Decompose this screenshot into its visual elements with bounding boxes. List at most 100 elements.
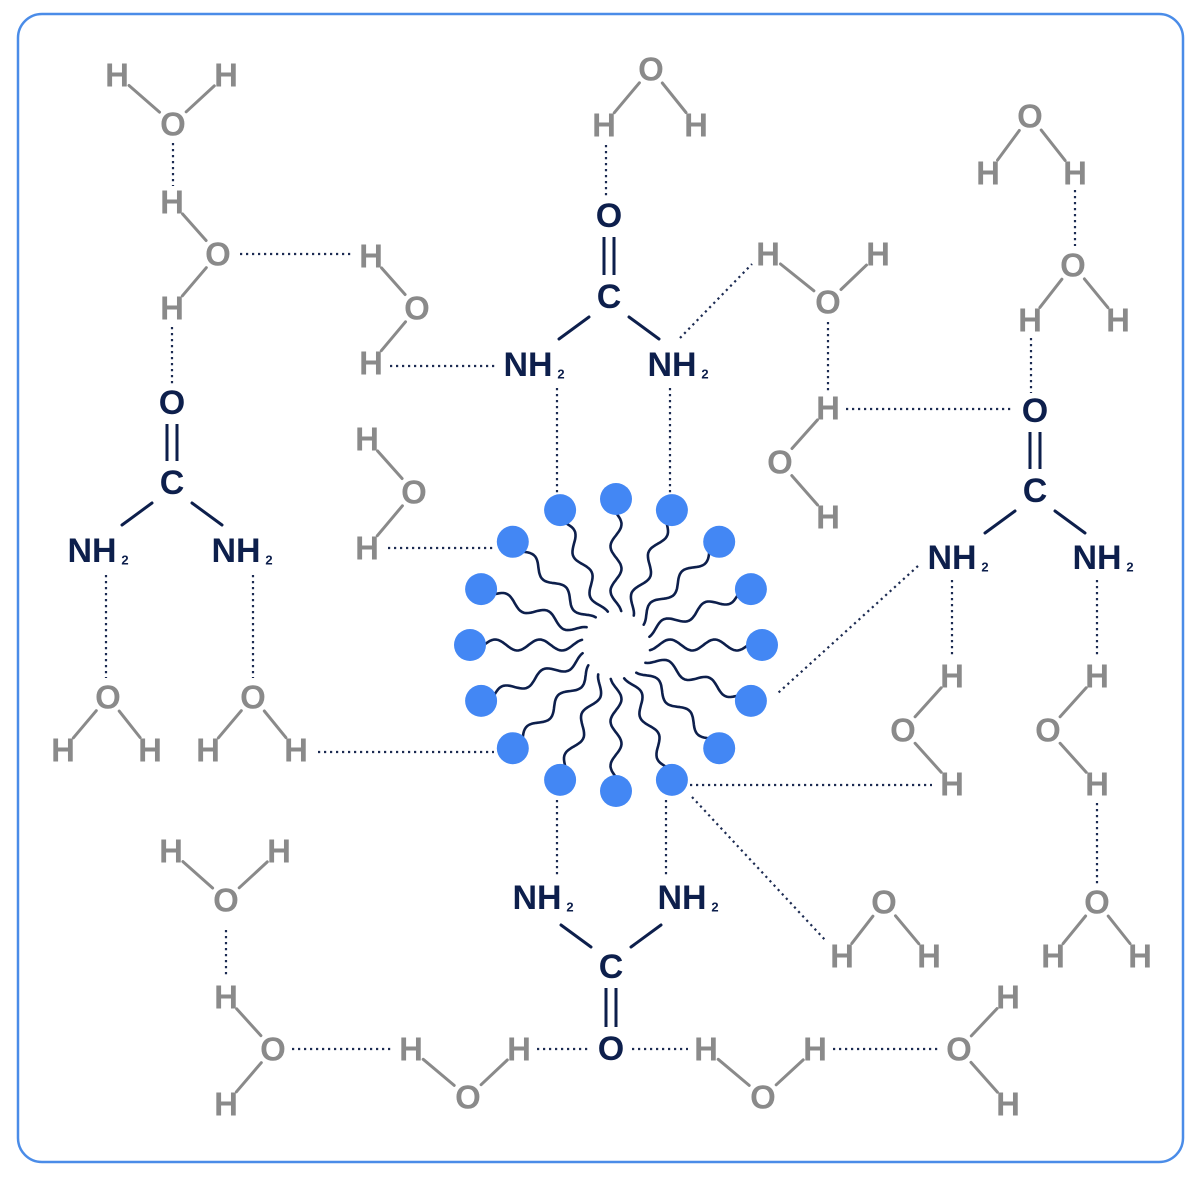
c-n-bond: [629, 923, 663, 949]
o-h-bond: [234, 1061, 263, 1094]
o-h-bond: [790, 474, 819, 507]
oxygen-atom: O: [159, 384, 185, 422]
o-h-bond: [1082, 277, 1110, 310]
oxygen-atom: O: [750, 1079, 776, 1116]
water-molecule: HOH: [359, 238, 430, 382]
hydrogen-atom: H: [214, 1086, 238, 1123]
water-molecule: HOH: [694, 1031, 827, 1116]
o-h-bond: [237, 860, 269, 890]
o-h-bond: [181, 212, 208, 242]
amine-label: NH: [1072, 539, 1121, 577]
surfactant-head: [655, 763, 688, 796]
surfactant-head: [496, 525, 529, 558]
oxygen-atom: O: [205, 236, 231, 273]
oxygen-atom: O: [404, 290, 430, 327]
o-h-bond: [996, 129, 1021, 162]
o-h-bond: [379, 320, 407, 353]
water-molecule: HOH: [159, 833, 291, 919]
surfactant-tail: [492, 651, 584, 697]
surfactant-tail: [635, 671, 711, 740]
o-h-bond: [117, 709, 142, 739]
oxygen-atom: O: [1035, 712, 1061, 749]
hydrogen-atom: H: [996, 1086, 1020, 1123]
o-h-bond: [376, 449, 404, 480]
water-molecule: HOH: [1041, 884, 1152, 975]
o-h-bond: [774, 1058, 805, 1087]
water-molecule: HOH: [767, 390, 840, 536]
o-h-bond: [71, 709, 98, 740]
amine-subscript: 2: [1126, 560, 1133, 575]
oxygen-atom: O: [213, 882, 239, 919]
water-molecule: HOH: [399, 1031, 531, 1116]
oxygen-atom: O: [1084, 884, 1110, 921]
hydrogen-bond: [679, 263, 753, 339]
water-molecule: HOH: [214, 979, 286, 1123]
hydrogen-atom: H: [359, 238, 383, 275]
c-n-bond: [557, 315, 591, 341]
water-molecule: HOH: [756, 236, 890, 321]
oxygen-atom: O: [946, 1031, 972, 1068]
oxygen-atom: O: [598, 1030, 624, 1068]
water-molecule: HOH: [1035, 658, 1109, 803]
o-h-bond: [181, 860, 215, 890]
surfactant-head: [703, 525, 736, 558]
surfactant-tail: [609, 677, 623, 779]
hydrogen-atom: H: [267, 833, 291, 870]
hydrogen-atom: H: [866, 236, 890, 273]
o-h-bond: [1058, 741, 1088, 774]
oxygen-atom: O: [1060, 247, 1086, 284]
surfactant-head: [465, 573, 498, 606]
surfactant-tail: [482, 638, 584, 652]
hydrogen-atom: H: [159, 833, 183, 870]
oxygen-atom: O: [871, 884, 897, 921]
surfactant-tail: [644, 658, 740, 699]
hydrogen-atom: H: [917, 938, 941, 975]
hydrogen-atom: H: [214, 979, 238, 1016]
oxygen-atom: O: [1017, 98, 1043, 135]
amine-label: NH: [512, 879, 561, 917]
surfactant-head: [544, 494, 577, 527]
o-h-bond: [127, 84, 161, 114]
o-h-bond: [235, 1007, 263, 1038]
water-molecule: HOH: [160, 184, 231, 327]
o-h-bond: [1058, 686, 1088, 719]
water-molecule: HOH: [1018, 247, 1130, 339]
hydrogen-atom: H: [160, 290, 184, 327]
water-molecule: HOH: [196, 679, 308, 769]
surfactant-head: [600, 483, 632, 515]
o-h-bond: [262, 709, 288, 740]
hydrogen-atom: H: [138, 732, 162, 769]
hydrogen-bond: [777, 565, 919, 694]
surfactant-head: [734, 573, 767, 606]
hydrogen-atom: H: [996, 979, 1020, 1016]
o-h-bond: [969, 1060, 999, 1094]
surfactant-head: [465, 684, 498, 717]
surfactant-tail: [622, 677, 668, 769]
hydrogen-atom: H: [214, 57, 238, 94]
o-h-bond: [612, 81, 641, 115]
oxygen-atom: O: [1022, 392, 1048, 430]
hydrogen-atom: H: [355, 530, 379, 567]
hydrogen-atom: H: [105, 57, 129, 94]
o-h-bond: [779, 262, 816, 293]
surfactant-tail: [521, 550, 597, 619]
c-n-bond: [120, 501, 154, 527]
amine-group: NH 2: [1072, 539, 1133, 577]
amine-subscript: 2: [557, 367, 564, 382]
c-n-bond: [559, 923, 593, 949]
surfactant-tail: [564, 521, 610, 613]
amine-subscript: 2: [711, 900, 718, 915]
water-molecule: HOH: [946, 979, 1020, 1123]
hydrogen-atom: H: [803, 1031, 827, 1068]
surfactant-heads: [454, 483, 778, 807]
oxygen-atom: O: [160, 106, 186, 143]
hydrogen-atom: H: [816, 390, 840, 427]
